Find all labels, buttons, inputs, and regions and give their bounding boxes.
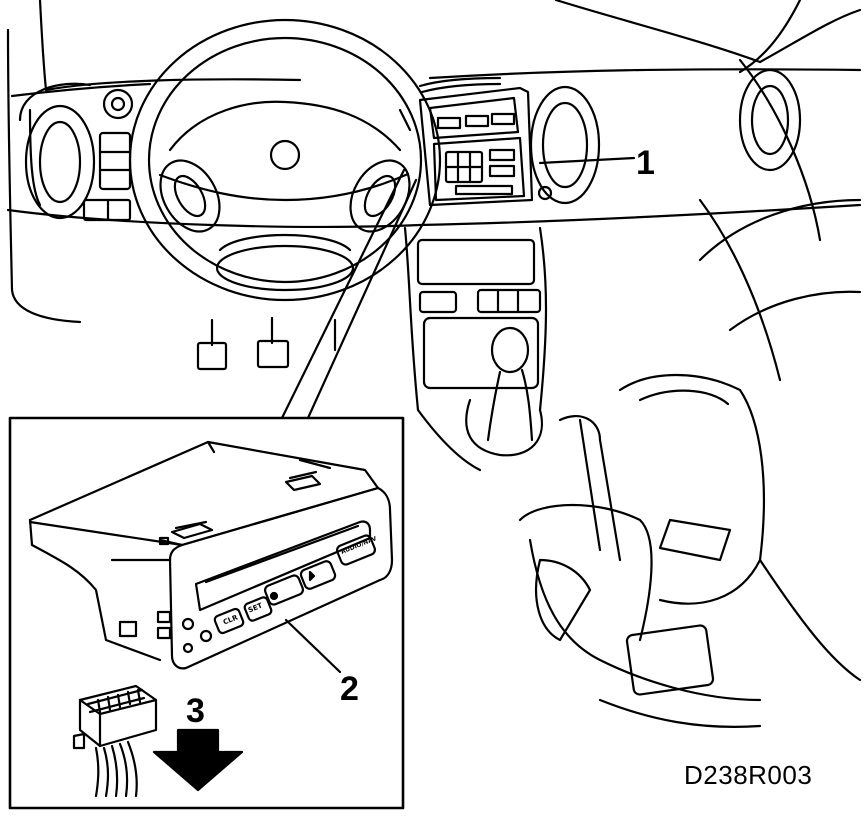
removal-arrow (152, 728, 244, 792)
zoom-pointer-lines (280, 168, 418, 420)
dashboard (6, 0, 862, 728)
connector-plug (72, 684, 158, 798)
callout-1: 1 (636, 144, 655, 182)
sid-unit (28, 440, 394, 670)
callout-2: 2 (340, 670, 359, 708)
callout-3: 3 (186, 692, 205, 730)
steering-wheel (128, 18, 442, 302)
inset-frame (8, 416, 405, 810)
drawing-code: D238R003 (684, 760, 813, 790)
callout-1-leader (538, 156, 636, 165)
pedals (196, 316, 337, 371)
callout-2-leader (284, 618, 342, 674)
